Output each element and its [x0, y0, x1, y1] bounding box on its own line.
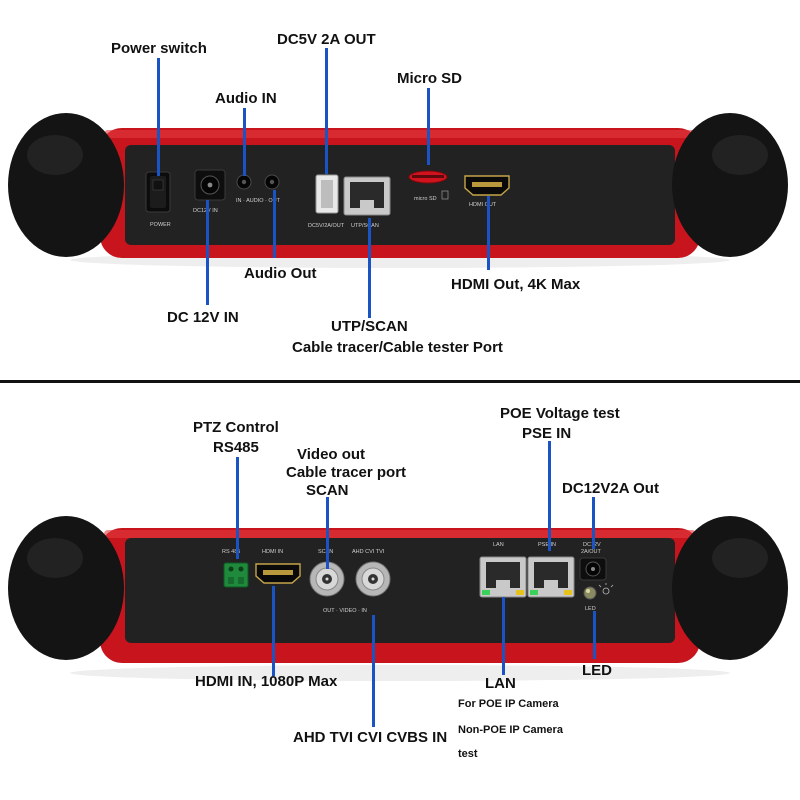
left-bumper [8, 516, 124, 660]
audio-out-jack[interactable] [264, 174, 280, 190]
label-hdmi-out: HDMI Out, 4K Max [451, 276, 581, 293]
label-dc12v2a-out: DC12V2A Out [562, 480, 659, 497]
ahd-bnc[interactable] [355, 561, 391, 597]
dc12v-out-silk: 2A/OUT [581, 549, 602, 555]
rs485-terminal[interactable] [223, 562, 249, 588]
right-bumper [672, 516, 788, 660]
top-panel: POWER DC12V IN IN · AUDIO · OUT DC5V/2A/… [0, 0, 800, 380]
scan-bnc[interactable] [309, 561, 345, 597]
label-pse-in: PSE IN [522, 425, 572, 442]
lead-video-out [326, 497, 329, 569]
hdmi-out-silk: HDMI OUT [469, 202, 497, 208]
label-audio-out: Audio Out [244, 265, 317, 282]
label-hdmi-in: HDMI IN, 1080P Max [195, 673, 338, 690]
led-silk: LED [585, 606, 596, 612]
label-audio-in: Audio IN [215, 90, 277, 107]
label-ahd-in: AHD TVI CVI CVBS IN [293, 729, 448, 746]
connector-panel [125, 145, 675, 245]
label-scan: SCAN [306, 482, 349, 499]
label-ptz-control: PTZ Control [193, 419, 279, 436]
lead-hdmi-out [487, 196, 490, 270]
label-rs485: RS485 [213, 439, 259, 456]
audio-in-jack[interactable] [236, 174, 252, 190]
video-silk: OUT · VIDEO · IN [323, 608, 367, 614]
pse-in-port[interactable] [527, 556, 575, 598]
lead-dc5v-out [325, 48, 328, 174]
label-utp-scan: UTP/SCAN [331, 318, 408, 335]
lead-power-switch [157, 58, 160, 176]
power-silk: POWER [150, 222, 171, 228]
lead-dc12v-in [206, 200, 209, 305]
label-micro-sd: Micro SD [397, 70, 463, 87]
lead-led [593, 611, 596, 659]
label-for-poe: For POE IP Camera [458, 698, 559, 710]
lead-dc12v-out [592, 497, 595, 549]
power-switch[interactable] [145, 171, 171, 213]
usb-port[interactable] [315, 174, 339, 214]
label-dc12v-in: DC 12V IN [167, 309, 239, 326]
led-icon [583, 586, 597, 600]
utp-scan-silk: UTP/SCAN [351, 223, 379, 229]
right-bumper [672, 113, 788, 257]
dc12v-out-jack[interactable] [579, 557, 607, 581]
audio-silk: IN · AUDIO · OUT [236, 198, 281, 204]
hdmi-out-port[interactable] [464, 175, 510, 196]
label-power-switch: Power switch [111, 40, 207, 57]
rs485-silk: RS 485 [222, 549, 240, 555]
hdmi-in-port[interactable] [255, 563, 301, 584]
scan-silk: SCAN [318, 549, 333, 555]
lead-lan [502, 597, 505, 675]
label-led: LED [582, 662, 612, 679]
lead-audio-out [273, 190, 276, 258]
label-cable-tracer-port-b: Cable tracer port [286, 464, 407, 481]
ahd-silk: AHD CVI TVI [352, 549, 385, 555]
lead-utp-scan [368, 218, 371, 318]
lan-port[interactable] [479, 556, 527, 598]
label-video-out: Video out [297, 446, 366, 463]
label-test: test [458, 748, 478, 760]
lead-hdmi-in [272, 586, 275, 676]
label-dc5v-out: DC5V 2A OUT [277, 31, 376, 48]
lan-silk: LAN [493, 542, 504, 548]
section-divider [0, 380, 800, 383]
lead-rs485 [236, 457, 239, 559]
utp-scan-port[interactable] [343, 176, 391, 216]
dc12v-in-jack[interactable] [194, 169, 226, 201]
label-poe-voltage-test: POE Voltage test [500, 405, 620, 422]
device-bottom-view: RS 485 HDMI IN SCAN AHD CVI TVI [8, 516, 788, 681]
pse-silk: PSE IN [538, 542, 556, 548]
bottom-panel: RS 485 HDMI IN SCAN AHD CVI TVI [0, 383, 800, 800]
dc12v-in-silk: DC12V IN [193, 208, 218, 214]
status-led [583, 583, 614, 600]
microsd-slot[interactable] [408, 170, 448, 184]
hdmi-in-silk: HDMI IN [262, 549, 283, 555]
label-lan: LAN [485, 675, 516, 692]
usb-silk: DC5V/2A/OUT [308, 223, 345, 229]
lead-micro-sd [427, 88, 430, 165]
lead-pse-in [548, 441, 551, 551]
microsd-silk: micro SD [414, 196, 437, 202]
label-non-poe: Non-POE IP Camera [458, 724, 563, 736]
left-bumper [8, 113, 124, 257]
lead-ahd-in [372, 615, 375, 727]
lead-audio-in [243, 108, 246, 176]
label-cable-tracer-port: Cable tracer/Cable tester Port [292, 339, 503, 356]
device-top-view: POWER DC12V IN IN · AUDIO · OUT DC5V/2A/… [8, 113, 788, 268]
terminal-block-icon [223, 562, 249, 588]
